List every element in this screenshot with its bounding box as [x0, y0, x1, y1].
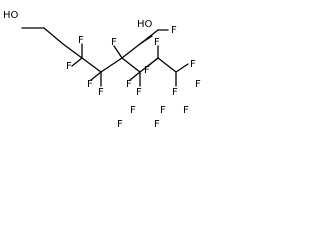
hydroxyl-left-label: HO	[3, 10, 19, 21]
bond-c-f	[129, 71, 141, 81]
bond-c-f	[90, 71, 102, 81]
fluorine-label: F	[78, 35, 84, 46]
structure-diagram: HO HO F F F F F F F F F F F F F F F F F …	[3, 10, 201, 130]
bond-c-c	[100, 57, 123, 73]
fluorine-label: F	[117, 119, 123, 130]
bond-c-c	[81, 57, 102, 73]
fluorine-label: F	[154, 37, 160, 48]
fluorine-label: F	[171, 25, 177, 36]
fluorine-label: F	[111, 37, 117, 48]
fluorine-label: F	[144, 65, 150, 76]
fluorine-label: F	[183, 105, 189, 116]
fluorine-label: F	[190, 59, 196, 70]
bond-c-c	[121, 57, 141, 73]
bond-c-f	[147, 57, 159, 67]
hydroxyl-right-label: HO	[137, 19, 153, 30]
bond-c-c	[62, 43, 83, 59]
fluorine-label: F	[66, 61, 72, 72]
bond-c-f	[71, 57, 83, 67]
fluorine-label: F	[136, 87, 142, 98]
bond-c-c	[43, 27, 64, 45]
fluorine-label: F	[195, 79, 201, 90]
label-layer: HO HO F F F F F F F F F F F F F F F F F …	[3, 10, 201, 130]
fluorine-label: F	[98, 87, 104, 98]
fluorine-label: F	[87, 79, 93, 90]
bond-c-c	[121, 43, 141, 59]
bond-c-f	[113, 45, 123, 59]
fluorine-label: F	[172, 87, 178, 98]
fluorine-label: F	[160, 105, 166, 116]
fluorine-label: F	[154, 119, 160, 130]
bond-c-f	[139, 35, 153, 45]
bond-c-f	[175, 63, 189, 73]
bond-c-c	[157, 57, 177, 73]
fluorine-label: F	[126, 79, 132, 90]
fluorine-label: F	[130, 105, 136, 116]
bond-layer	[21, 27, 189, 87]
